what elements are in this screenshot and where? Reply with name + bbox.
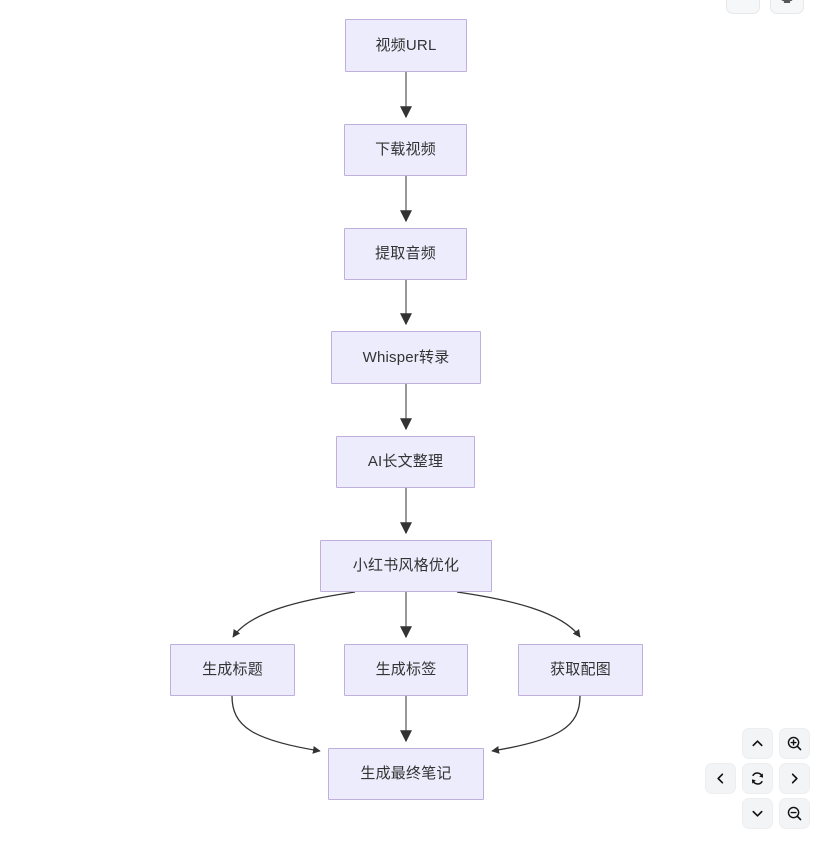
zoom-out-icon: [787, 806, 802, 821]
fullscreen-button[interactable]: [770, 0, 804, 14]
top-toolbar: [726, 0, 804, 14]
zoom-out-button[interactable]: [779, 798, 810, 829]
pan-right-button[interactable]: [779, 763, 810, 794]
refresh-icon: [752, 772, 763, 785]
chevron-up-icon: [752, 740, 763, 747]
flow-node-video-url[interactable]: 视频URL: [345, 19, 467, 72]
chevron-left-icon: [717, 773, 724, 784]
display-screen-icon: [781, 0, 793, 3]
panel-toggle-button[interactable]: [726, 0, 760, 14]
edge-n6-n7: [232, 591, 356, 638]
flow-node-xiaohongshu-style[interactable]: 小红书风格优化: [320, 540, 492, 592]
chevron-right-icon: [791, 773, 798, 784]
pan-down-button[interactable]: [742, 798, 773, 829]
flow-node-download-video[interactable]: 下载视频: [344, 124, 467, 176]
chevron-down-icon: [752, 810, 763, 817]
flow-node-fetch-images[interactable]: 获取配图: [518, 644, 643, 696]
zoom-in-icon: [787, 736, 802, 751]
edge-n6-n9: [456, 591, 581, 638]
edge-n7-n10: [231, 695, 321, 754]
blank-panel-icon: [736, 0, 750, 3]
flow-node-final-note[interactable]: 生成最终笔记: [328, 748, 484, 800]
flow-node-whisper-transcribe[interactable]: Whisper转录: [331, 331, 481, 384]
flow-node-generate-title[interactable]: 生成标题: [170, 644, 295, 696]
flow-node-generate-tags[interactable]: 生成标签: [344, 644, 468, 696]
edge-n9-n10: [491, 695, 581, 754]
zoom-in-button[interactable]: [779, 728, 810, 759]
flow-node-extract-audio[interactable]: 提取音频: [344, 228, 467, 280]
reset-view-button[interactable]: [742, 763, 773, 794]
viewport-controls: [705, 728, 810, 832]
flow-node-ai-long-text[interactable]: AI长文整理: [336, 436, 475, 488]
pan-left-button[interactable]: [705, 763, 736, 794]
pan-up-button[interactable]: [742, 728, 773, 759]
